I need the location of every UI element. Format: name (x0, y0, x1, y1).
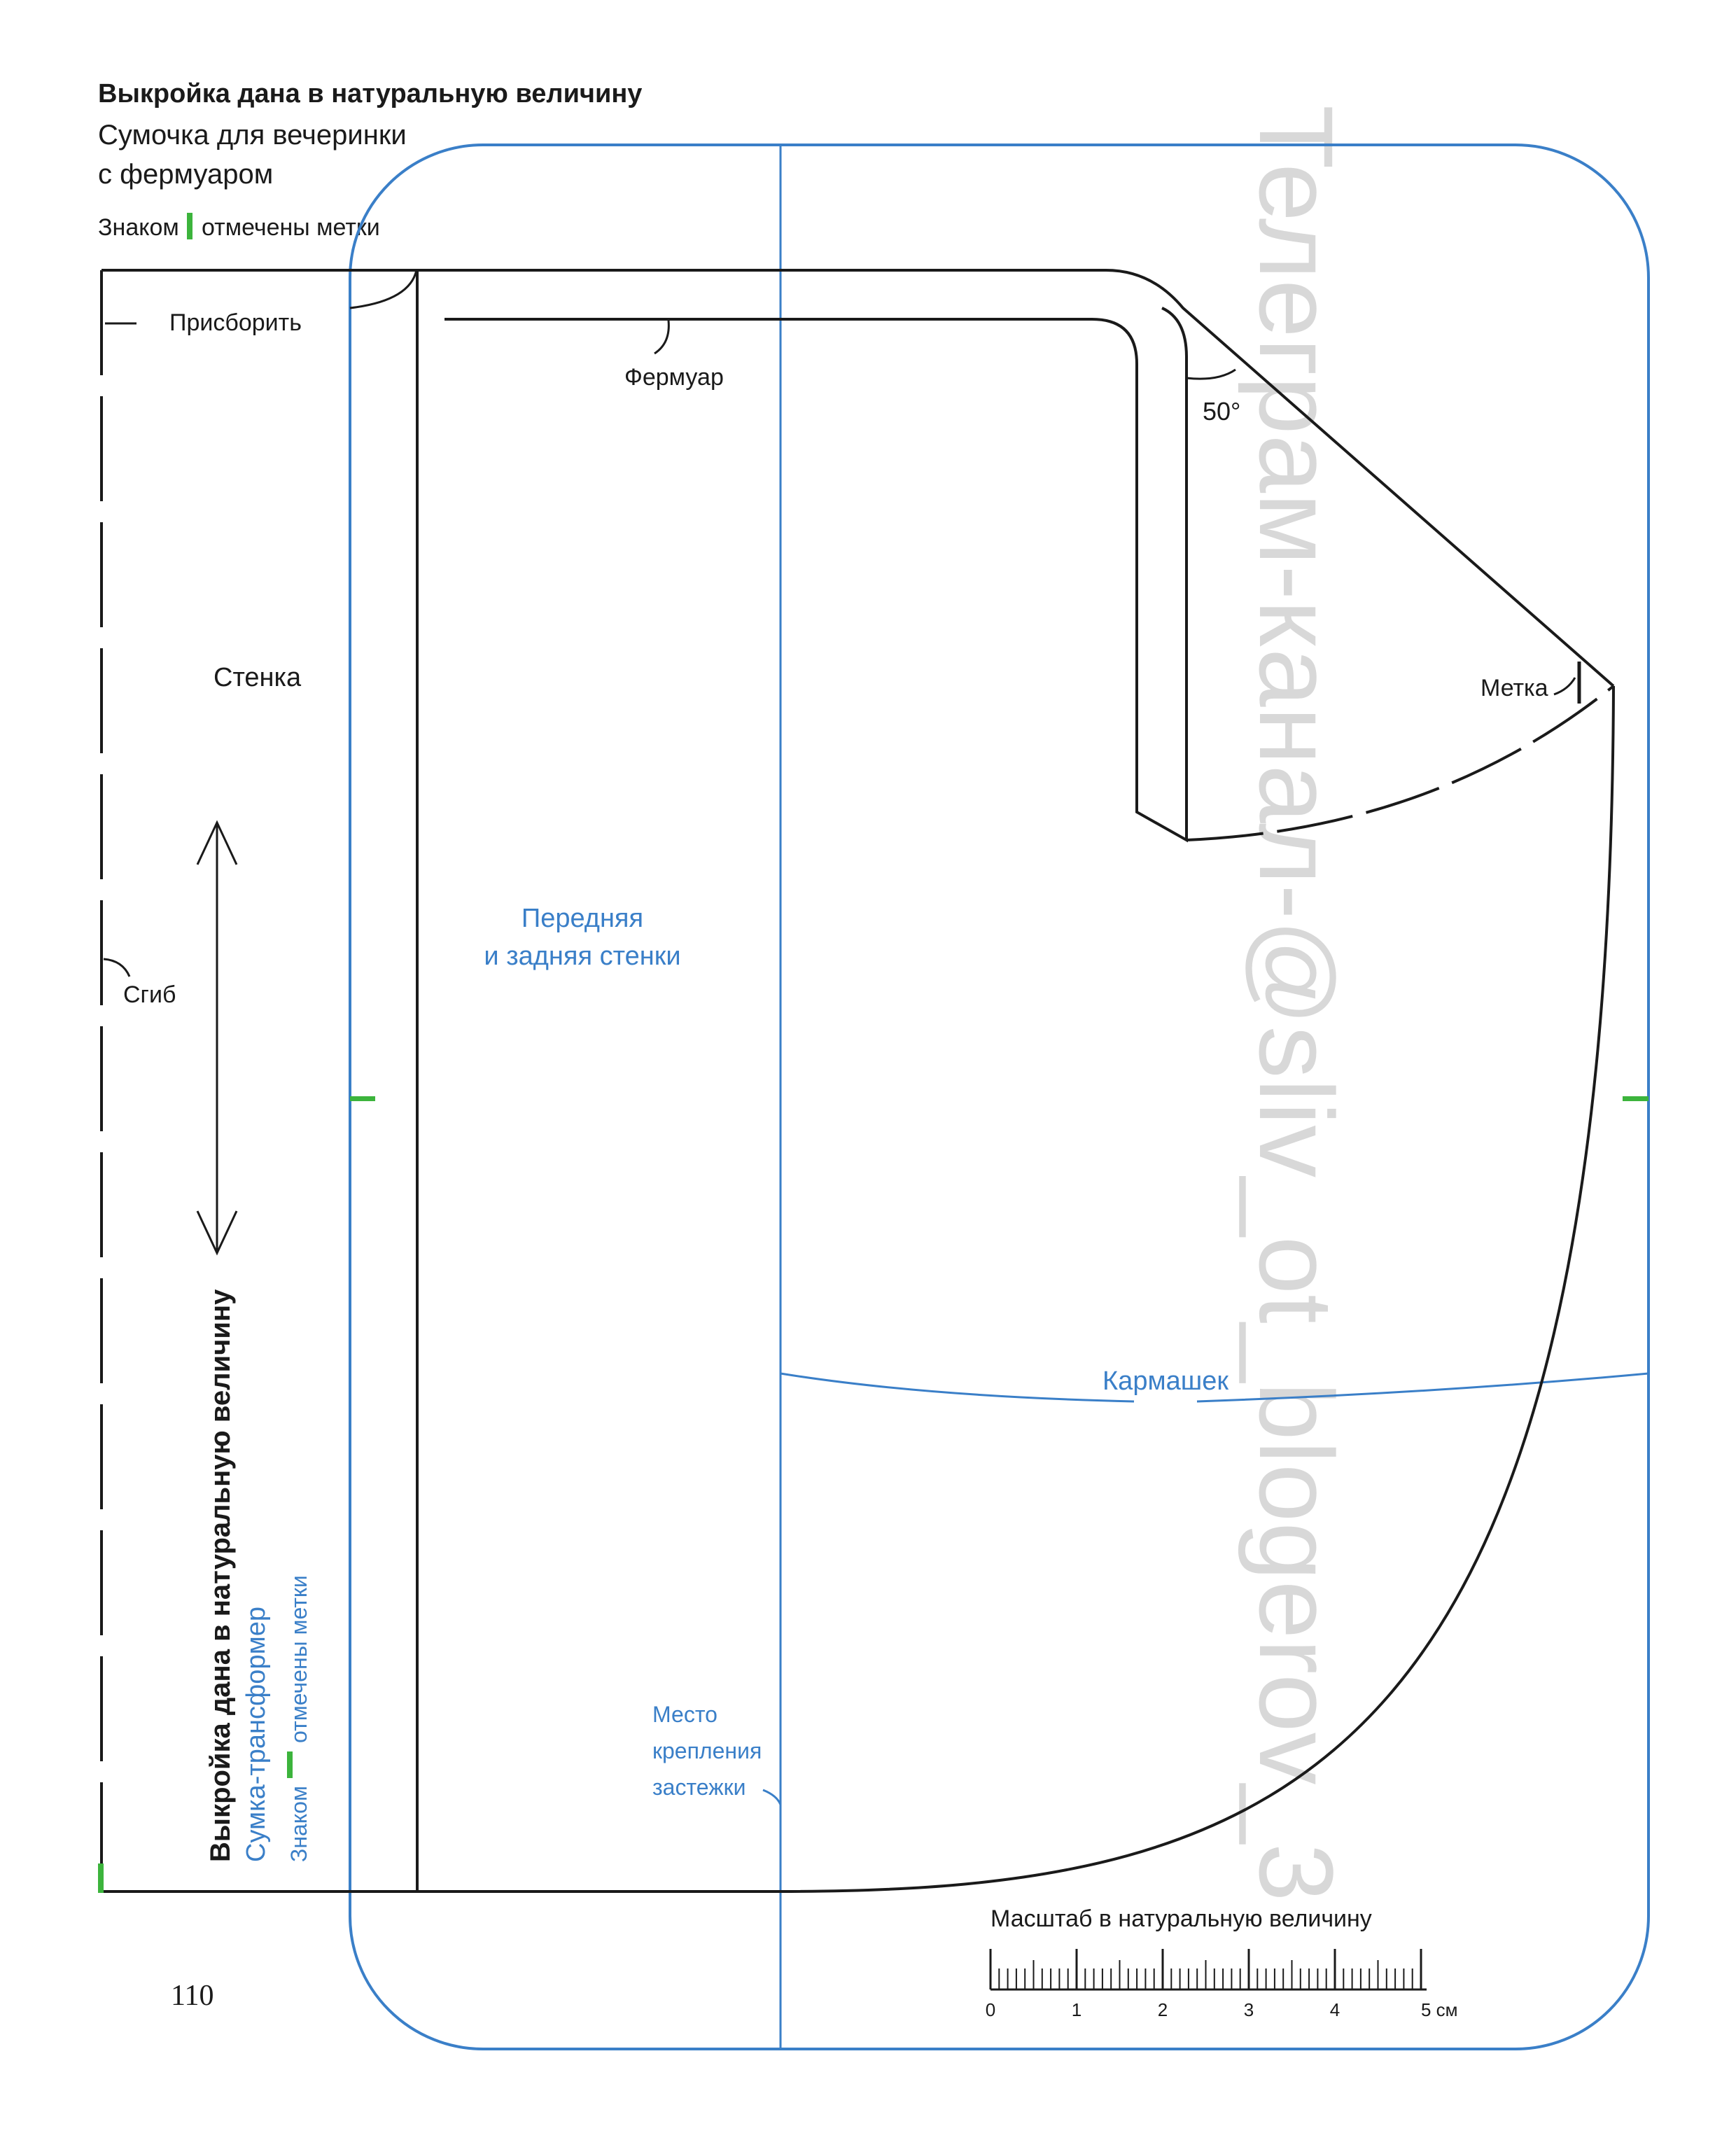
fold-label: Сгиб (123, 981, 176, 1008)
clasp-pointer (762, 1789, 782, 1805)
frame-label: Фермуар (624, 364, 724, 391)
scale-tick-3: 3 (1244, 1999, 1254, 2020)
page-title: Выкройка дана в натуральную величину (98, 79, 642, 109)
scale-tick-1: 1 (1072, 1999, 1082, 2020)
front-back-label-line2: и задняя стенки (484, 942, 680, 971)
scale-tick-2: 2 (1158, 1999, 1168, 2020)
wall-outline (102, 685, 1615, 1893)
clasp-label-line2: крепления (652, 1738, 762, 1763)
side-title: Выкройка дана в натуральную величину (205, 1289, 236, 1862)
legend-suffix: отмечены метки (202, 214, 380, 241)
side-legend-green-mark (287, 1751, 293, 1778)
side-legend-suffix: отмечены метки (286, 1575, 312, 1743)
scale-tick-4: 4 (1330, 1999, 1340, 2020)
mark-pointer (1553, 677, 1576, 696)
pocket-label: Кармашек (1102, 1366, 1228, 1396)
grain-arrow-bottom (196, 1210, 238, 1256)
side-legend-prefix: Знаком (286, 1786, 312, 1862)
scale-tick-5: 5 см (1421, 1999, 1458, 2020)
mark-label: Метка (1480, 675, 1548, 701)
side-text-block: Выкройка дана в натуральную величину Сум… (205, 1289, 312, 1862)
page-subtitle-line1: Сумочка для вечеринки (98, 120, 407, 151)
page-subtitle-line2: с фермуаром (98, 159, 273, 190)
pocket-outline (349, 144, 1650, 2050)
clasp-label-line3: застежки (652, 1775, 746, 1800)
frame-bottom-curve (1186, 685, 1615, 841)
clasp-label-line1: Место (652, 1702, 718, 1727)
side-subtitle: Сумка-трансформер (241, 1607, 271, 1862)
scale-tick-0: 0 (986, 1999, 995, 2020)
wall-label: Стенка (214, 663, 302, 692)
green-mark-left (350, 1096, 375, 1101)
scale-title: Масштаб в натуральную величину (990, 1905, 1372, 1932)
pocket-line (780, 1372, 1649, 1403)
frame-pointer (654, 320, 670, 355)
frame-inner (444, 307, 1188, 843)
green-mark-right (1623, 1096, 1648, 1101)
green-mark-bottom (98, 1863, 104, 1893)
watermark: Телеграм-канал-@sliv_ot_blogerov_3 (1238, 105, 1355, 1901)
legend-prefix: Знаком (98, 214, 179, 241)
fold-pointer (103, 958, 131, 977)
gather-label: Присборить (169, 309, 302, 336)
front-back-label-line1: Передняя (522, 904, 643, 933)
page-number: 110 (171, 1980, 214, 2012)
gather-corner (349, 270, 418, 309)
grain-arrow-top (196, 820, 238, 865)
legend-green-mark (187, 213, 192, 239)
angle-arc (1186, 368, 1236, 380)
wall-top-edge (102, 269, 1615, 687)
scale-ruler (989, 1949, 1427, 1991)
angle-label: 50° (1203, 397, 1240, 426)
